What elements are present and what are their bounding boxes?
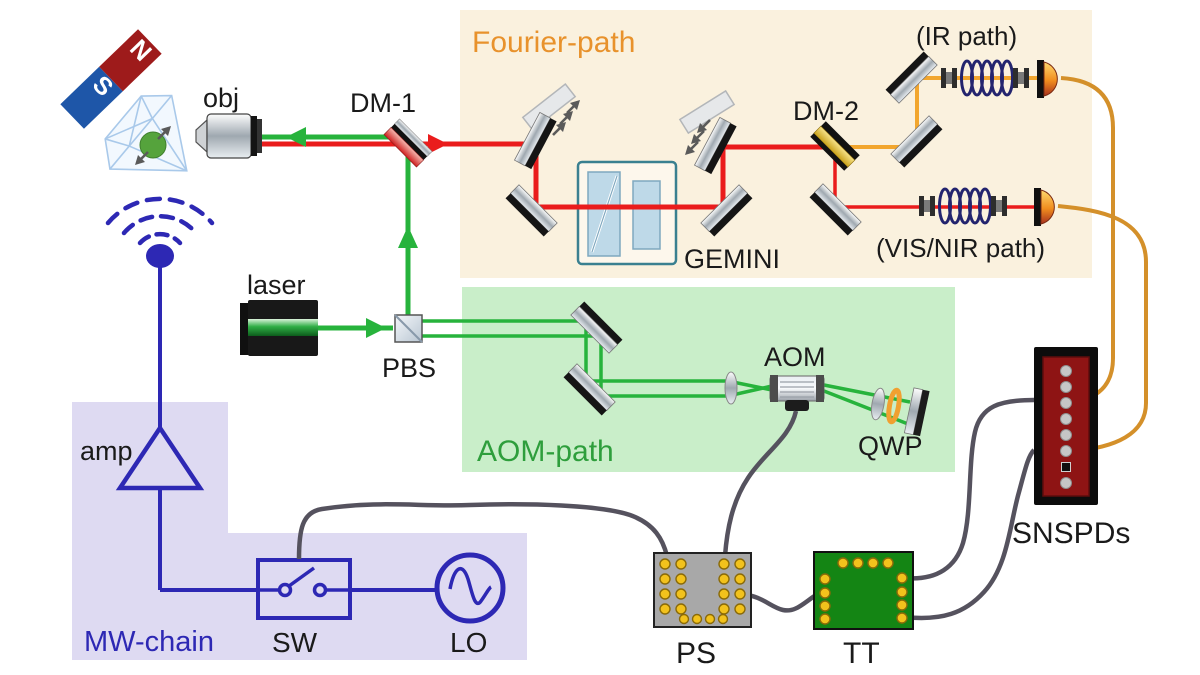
snspd-unit xyxy=(1034,347,1098,505)
snspd-channels xyxy=(1060,365,1072,489)
lo-label: LO xyxy=(450,627,487,658)
aom-path-label: AOM-path xyxy=(477,435,614,468)
cable-tt-to-snspd-1 xyxy=(903,397,1035,581)
snspds-label: SNSPDs xyxy=(1012,517,1130,550)
aom-lens-1 xyxy=(724,371,738,405)
amp-label: amp xyxy=(80,436,133,466)
dichroic-mirror-2-label: DM-2 xyxy=(793,96,859,126)
red-arrow xyxy=(428,134,448,154)
dichroic-mirror-2 xyxy=(810,121,860,171)
switch-lever xyxy=(287,566,316,588)
qwp xyxy=(886,387,902,425)
aom-lens-2 xyxy=(870,387,886,421)
fourier-path-region xyxy=(460,10,1092,278)
qwp-label: QWP xyxy=(858,431,923,461)
retro-mirror xyxy=(903,387,930,437)
mw-circuit xyxy=(105,196,506,624)
green-arrow-left xyxy=(286,127,306,147)
antenna-wave-2 xyxy=(121,214,199,236)
tt-label: TT xyxy=(843,637,880,670)
snspd-square-channel xyxy=(1061,462,1071,472)
magnet-north-pole xyxy=(99,29,162,92)
vis-fiber xyxy=(1057,204,1148,453)
pbs-cube xyxy=(394,314,423,343)
fourier-path-label: Fourier-path xyxy=(472,26,635,59)
dichroic-mirror-1 xyxy=(383,118,433,168)
gemini-block-glass xyxy=(632,180,661,250)
laser-label: laser xyxy=(247,270,306,300)
gemini-unit xyxy=(576,160,678,266)
signal-cables xyxy=(296,397,1036,621)
green-arrow-right xyxy=(366,318,386,338)
magnet-south-pole xyxy=(60,66,123,129)
cable-sw-to-ps xyxy=(296,502,670,560)
antenna xyxy=(146,244,174,268)
gemini-label: GEMINI xyxy=(684,244,780,274)
ps-pads xyxy=(659,558,746,625)
time-tagger xyxy=(813,551,914,630)
antenna-wave-3 xyxy=(105,196,215,226)
diamond xyxy=(104,94,188,172)
switch-label: SW xyxy=(272,627,318,658)
ps-label: PS xyxy=(676,637,716,670)
antenna-wave-1 xyxy=(137,231,183,246)
lo-sine-wave xyxy=(448,566,493,605)
dichroic-mirror-1-label: DM-1 xyxy=(350,88,416,118)
cable-ps-to-tt xyxy=(740,590,823,613)
cable-tt-to-snspd-2 xyxy=(903,448,1036,621)
objective xyxy=(195,113,262,159)
vis-nir-path-label: (VIS/NIR path) xyxy=(876,233,1045,263)
cable-aom-to-ps xyxy=(722,410,799,557)
magnet: N S xyxy=(60,29,162,129)
green-arrow-up xyxy=(398,226,418,248)
aom-label: AOM xyxy=(764,342,826,372)
aom-rf-connector xyxy=(785,400,809,411)
tt-pads xyxy=(819,557,908,625)
laser xyxy=(240,300,318,356)
objective-label: obj xyxy=(203,83,239,113)
pbs-label: PBS xyxy=(382,353,436,383)
local-oscillator xyxy=(434,552,506,624)
mw-chain-label: MW-chain xyxy=(84,626,214,658)
ir-path-label: (IR path) xyxy=(916,21,1017,51)
aom xyxy=(769,375,825,411)
pulse-streamer xyxy=(653,552,752,628)
